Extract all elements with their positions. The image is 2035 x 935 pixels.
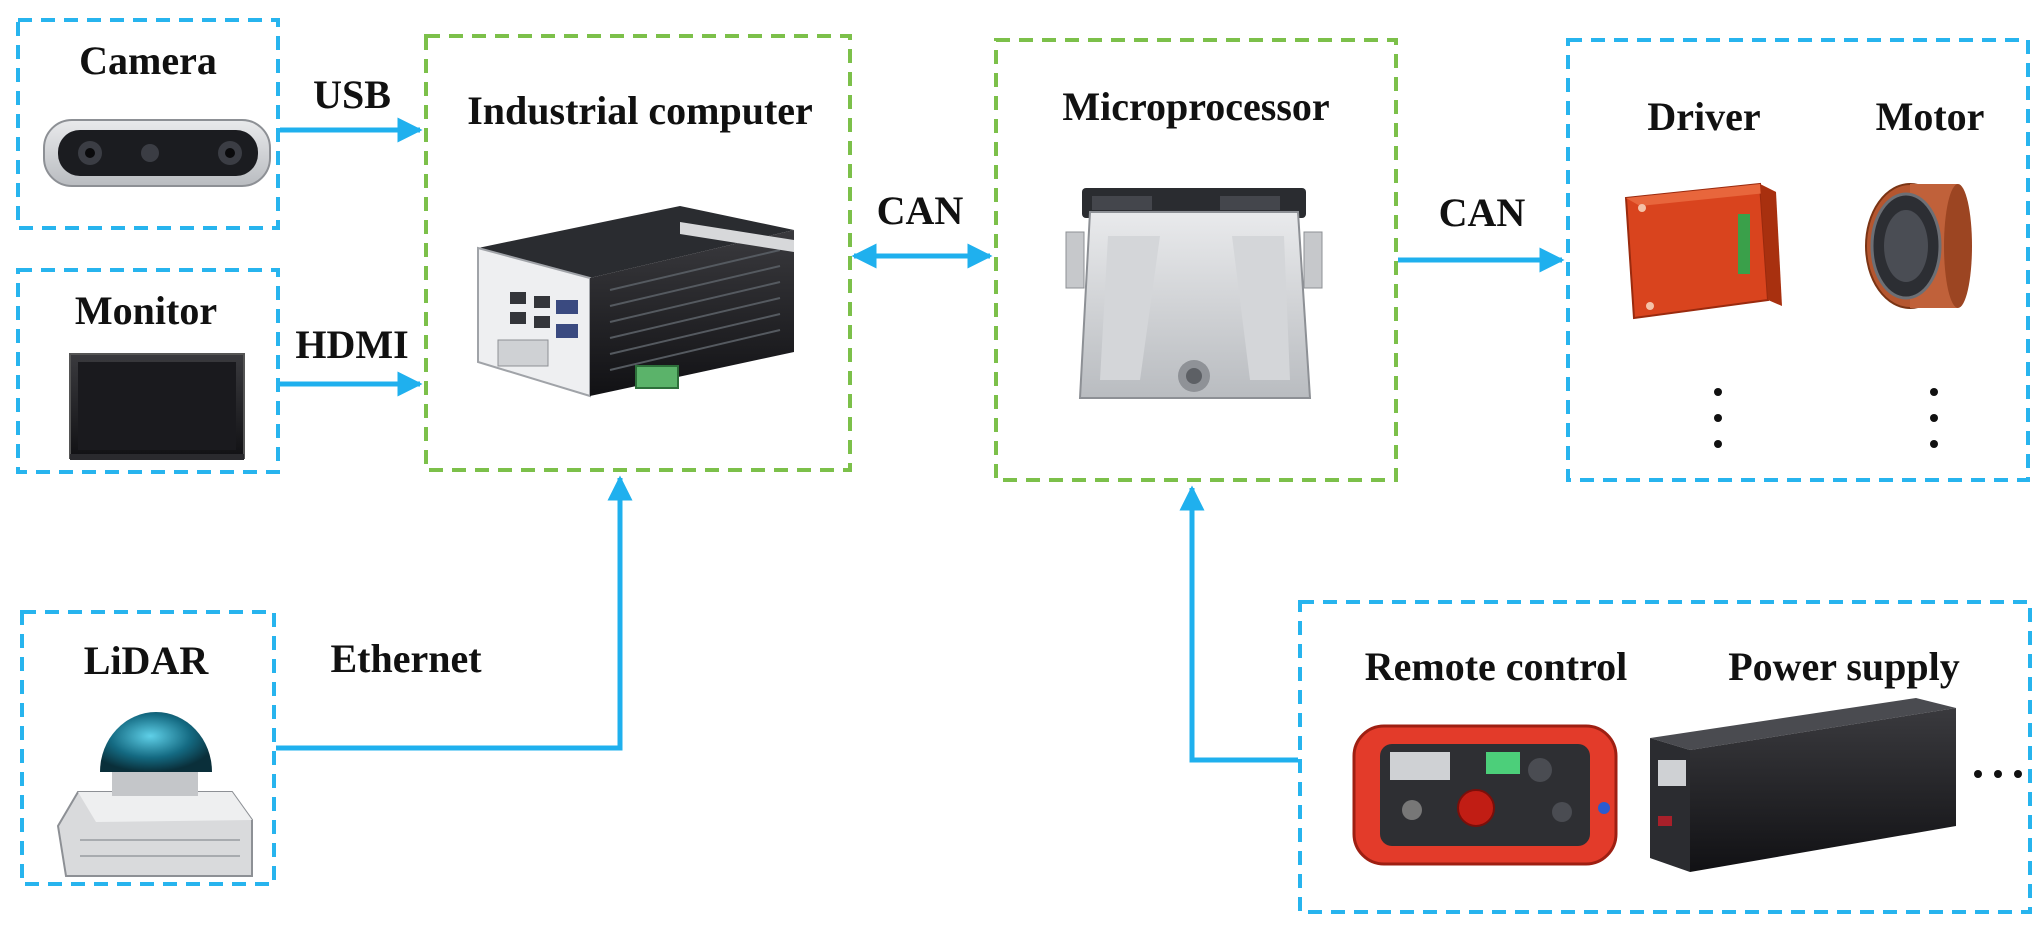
ethernet-label: Ethernet	[330, 636, 482, 681]
motor-driver-icon	[1624, 182, 1782, 320]
ecu-icon	[1065, 188, 1323, 399]
lidar-box	[20, 610, 276, 886]
remote-control-label: Remote control	[1365, 644, 1628, 689]
depth-camera-icon	[43, 119, 271, 187]
can-label-left: CAN	[877, 188, 964, 233]
actuator-box	[1566, 38, 2030, 482]
industrial-pc-icon	[477, 206, 794, 398]
lidar-icon	[56, 712, 253, 877]
remote-control-icon	[1352, 724, 1618, 866]
control-power-continuation-dots	[1974, 770, 2022, 778]
motor-continuation-dots	[1930, 388, 1938, 448]
camera-label: Camera	[79, 38, 217, 83]
microprocessor-label: Microprocessor	[1062, 84, 1329, 129]
power-supply-label: Power supply	[1728, 644, 1960, 689]
can-label-right: CAN	[1439, 190, 1526, 235]
motor-label: Motor	[1876, 94, 1985, 139]
control-power-link	[1179, 485, 1298, 763]
camera-box	[16, 18, 280, 230]
hdmi-label: HDMI	[295, 322, 408, 367]
ethernet-link	[276, 475, 633, 751]
driver-continuation-dots	[1714, 388, 1722, 448]
usb-label: USB	[313, 72, 391, 117]
industrial-computer-box	[424, 34, 852, 472]
control-power-box	[1298, 600, 2032, 914]
microprocessor-box	[994, 38, 1398, 482]
motor-icon	[1865, 183, 1972, 309]
driver-label: Driver	[1647, 94, 1760, 139]
battery-pack-icon	[1650, 698, 1956, 872]
monitor-icon	[69, 353, 245, 460]
monitor-label: Monitor	[75, 288, 217, 333]
lidar-label: LiDAR	[84, 638, 210, 683]
industrial-computer-label: Industrial computer	[467, 88, 813, 133]
